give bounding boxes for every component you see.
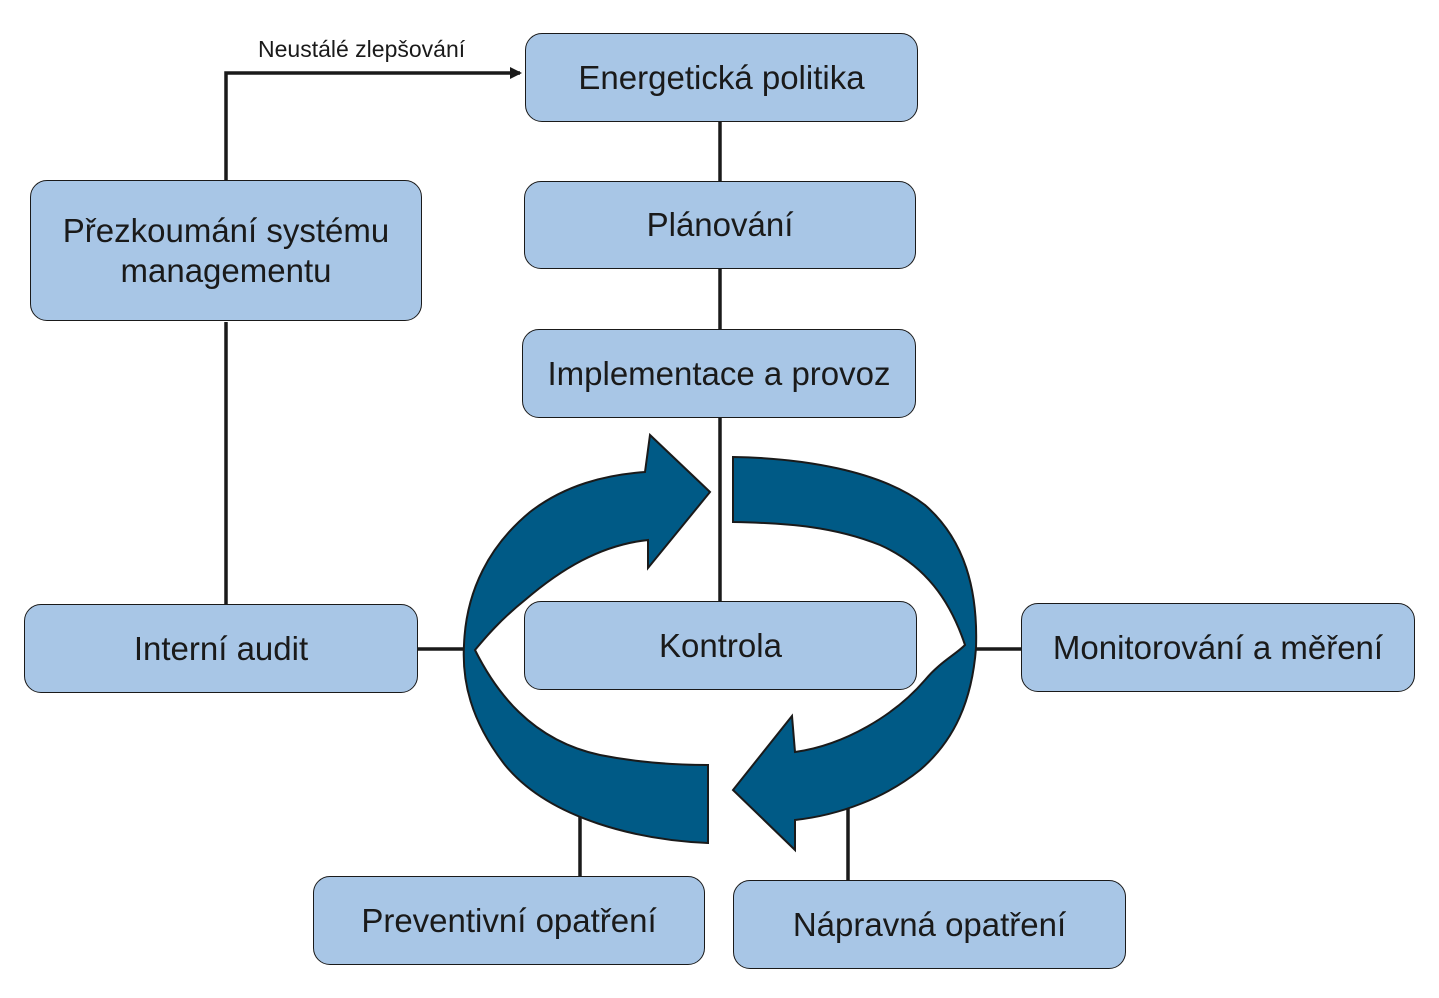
node-implementation-label: Implementace a provoz bbox=[547, 354, 891, 392]
node-monitoring-label: Monitorování a měření bbox=[1052, 628, 1384, 666]
node-energy-policy: Energetická politika bbox=[525, 33, 918, 122]
node-monitoring: Monitorování a měření bbox=[1021, 603, 1415, 692]
cycle-arrow-left-icon bbox=[462, 432, 712, 845]
node-corrective-action-label: Nápravná opatření bbox=[792, 905, 1067, 943]
node-management-review-line1: Přezkoumání systému bbox=[62, 211, 390, 249]
node-preventive-action: Preventivní opatření bbox=[313, 876, 705, 965]
node-corrective-action: Nápravná opatření bbox=[733, 880, 1126, 969]
node-internal-audit-label: Interní audit bbox=[133, 629, 309, 667]
node-preventive-action-label: Preventivní opatření bbox=[361, 901, 657, 939]
node-implementation: Implementace a provoz bbox=[522, 329, 916, 418]
node-management-review: Přezkoumání systému managementu bbox=[30, 180, 422, 321]
node-internal-audit: Interní audit bbox=[24, 604, 418, 693]
node-management-review-line2: managementu bbox=[120, 251, 332, 289]
cycle-arrow-right-icon bbox=[731, 455, 978, 853]
node-planning-label: Plánování bbox=[646, 206, 794, 244]
improvement-connector bbox=[224, 67, 522, 180]
node-planning: Plánování bbox=[524, 181, 916, 269]
node-checking-label: Kontrola bbox=[659, 626, 782, 664]
edge-label-continual-improvement: Neustálé zlepšování bbox=[258, 36, 466, 62]
cycle-arrows bbox=[462, 432, 978, 853]
node-energy-policy-label: Energetická politika bbox=[578, 58, 865, 96]
node-checking: Kontrola bbox=[524, 601, 917, 690]
